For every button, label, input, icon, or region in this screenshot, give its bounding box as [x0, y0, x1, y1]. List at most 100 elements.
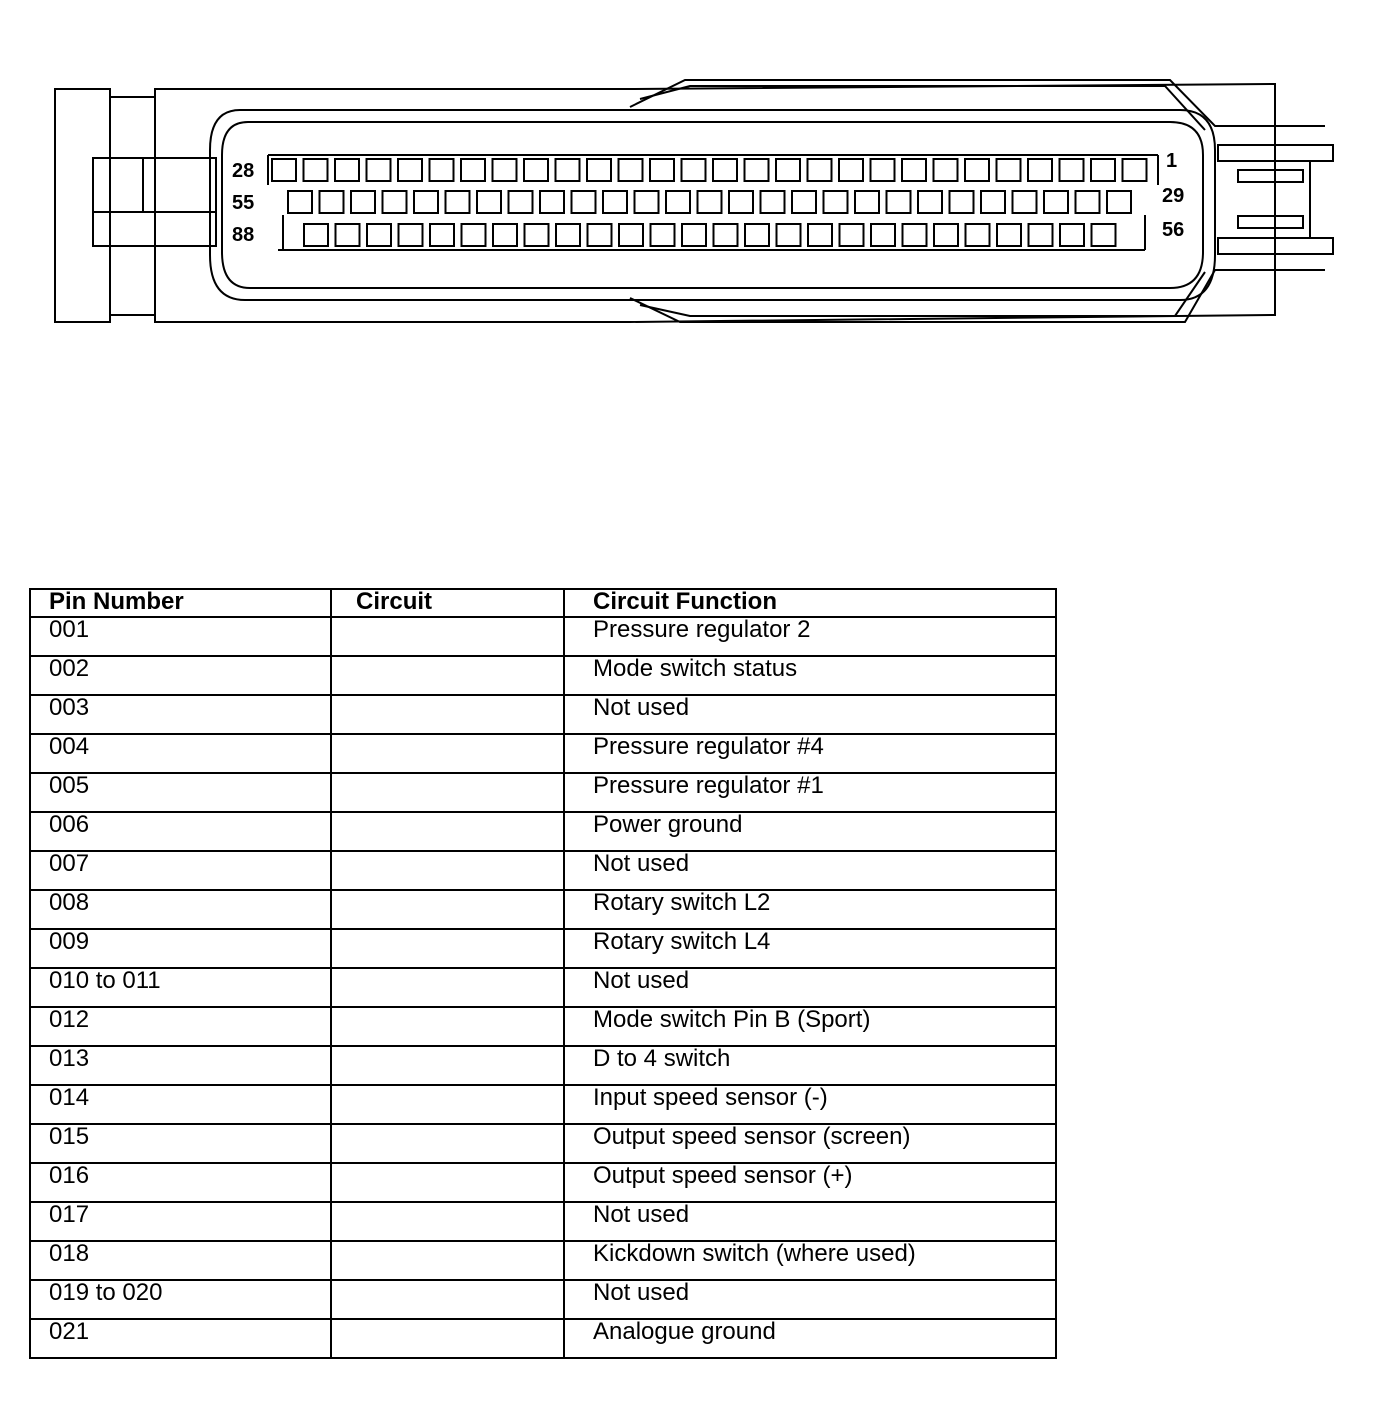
connector-top-ridge: [629, 79, 1325, 127]
pin-cavity: [791, 190, 817, 214]
pin-cavity: [1074, 190, 1101, 214]
pin-cavity: [1027, 158, 1053, 182]
circuit-cell: [330, 811, 565, 852]
pin-cavity: [964, 223, 991, 247]
pin-cavity: [995, 158, 1022, 182]
pin-cell: 013: [29, 1045, 332, 1086]
pin-cell: 009: [29, 928, 332, 969]
circuit-cell: [330, 694, 565, 735]
table-row: 009 Rotary switch L4: [29, 928, 1057, 969]
pin-cell: 008: [29, 889, 332, 930]
circuit-cell: [330, 1123, 565, 1164]
pin-cavity: [1043, 190, 1069, 214]
pin-cavity: [1090, 223, 1117, 247]
pin-cavity: [1059, 223, 1085, 247]
circuit-cell: [330, 655, 565, 696]
circuit-cell: [330, 1162, 565, 1203]
circuit-cell: [330, 616, 565, 657]
pin-cavity: [428, 158, 455, 182]
table-header-row: Pin Number Circuit Circuit Function: [29, 588, 1057, 618]
function-cell: Rotary switch L4: [563, 928, 1057, 969]
pin-cavity: [807, 223, 833, 247]
function-cell: Not used: [563, 1201, 1057, 1242]
function-cell: Pressure regulator #1: [563, 772, 1057, 813]
pin-cell: 003: [29, 694, 332, 735]
pin-cell: 016: [29, 1162, 332, 1203]
header-circuit-function: Circuit Function: [563, 588, 1057, 618]
pin-cavity: [476, 190, 502, 214]
pin-cavity: [728, 190, 754, 214]
pin-cavity: [334, 158, 360, 182]
pin-cavity: [838, 158, 864, 182]
pin-cell: 004: [29, 733, 332, 774]
pin-cell: 015: [29, 1123, 332, 1164]
pin-cell: 002: [29, 655, 332, 696]
pin-cavity: [901, 223, 928, 247]
pin-cell: 021: [29, 1318, 332, 1359]
pin-cavity: [397, 223, 424, 247]
pin-cavity: [649, 158, 675, 182]
pin-cavity: [366, 223, 392, 247]
pin-cavity: [854, 190, 880, 214]
pin-cavity: [1090, 158, 1116, 182]
connector-bottom-ridge: [629, 269, 1325, 323]
table-row: 013 D to 4 switch: [29, 1045, 1057, 1086]
function-cell: Pressure regulator 2: [563, 616, 1057, 657]
connector-outer-shell: [209, 109, 1216, 301]
pin-cavity: [996, 223, 1022, 247]
pin-cavity: [303, 223, 329, 247]
pin-cavity: [696, 190, 723, 214]
pin-cavity: [507, 190, 534, 214]
pin-cavity: [917, 190, 943, 214]
pin-cavity: [287, 190, 313, 214]
pin-cell: 014: [29, 1084, 332, 1125]
circuit-cell: [330, 967, 565, 1008]
function-cell: Not used: [563, 850, 1057, 891]
pin-cavity: [334, 223, 361, 247]
connector-right-clip: [1237, 169, 1304, 183]
pin-cavity: [1058, 158, 1085, 182]
pin-cavity: [365, 158, 392, 182]
connector-top-ridge: [639, 85, 1206, 131]
pin-cavity: [681, 223, 707, 247]
circuit-cell: [330, 1318, 565, 1359]
function-cell: D to 4 switch: [563, 1045, 1057, 1086]
pin-cavity: [712, 223, 739, 247]
pin-cavity: [318, 190, 345, 214]
pin-cavity: [429, 223, 455, 247]
pin-cavity: [870, 223, 896, 247]
circuit-cell: [330, 733, 565, 774]
pin-cavity: [633, 190, 660, 214]
pin-cavity: [381, 190, 408, 214]
circuit-cell: [330, 889, 565, 930]
circuit-cell: [330, 1201, 565, 1242]
pin-cavity: [743, 158, 770, 182]
pin-cavity: [964, 158, 990, 182]
circuit-cell: [330, 1045, 565, 1086]
pin-cavity: [617, 158, 644, 182]
pin-cavity: [602, 190, 628, 214]
pin-cell: 005: [29, 772, 332, 813]
pin-cavity: [665, 190, 691, 214]
pin-cavity: [460, 158, 486, 182]
circuit-cell: [330, 1084, 565, 1125]
pin-cavity: [302, 158, 329, 182]
header-circuit: Circuit: [330, 588, 565, 618]
pin-cavity: [775, 158, 801, 182]
pin-cavity: [539, 190, 565, 214]
connector-bottom-ridge: [639, 271, 1206, 317]
pin-cavity: [271, 158, 297, 182]
connector-pins: [271, 158, 1148, 247]
function-cell: Mode switch Pin B (Sport): [563, 1006, 1057, 1047]
pin-cavity: [1011, 190, 1038, 214]
pin-cavity: [1106, 190, 1132, 214]
pin-cavity: [1027, 223, 1054, 247]
pin-cavity: [618, 223, 644, 247]
